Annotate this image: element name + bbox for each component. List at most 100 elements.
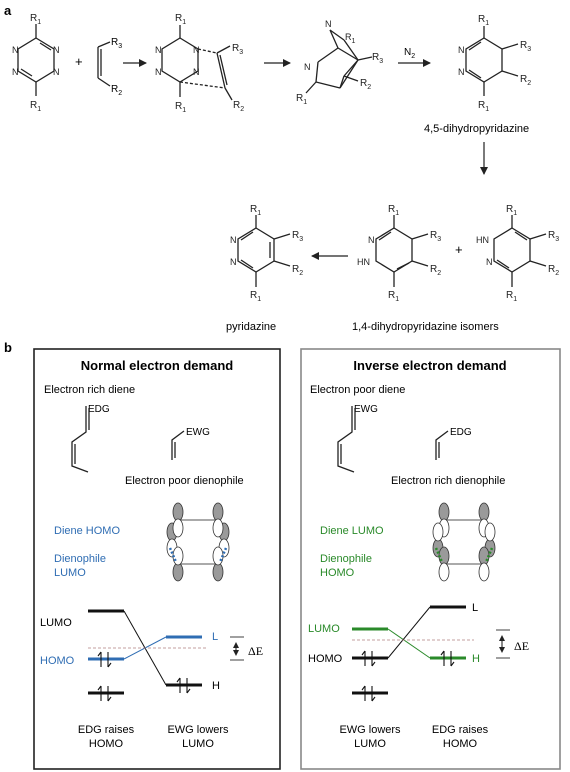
svg-text:R1: R1	[506, 204, 517, 217]
ts-r1-top: R1	[175, 13, 186, 26]
pyridazine-structure	[237, 215, 291, 287]
inverse-diene-lumo-text: Diene LUMO	[320, 525, 384, 537]
bicyclic-r1-bottom: R1	[296, 93, 307, 106]
tetrazine-r1-bottom: R1	[30, 100, 41, 113]
normal-foot-right-1: EWG lowers	[167, 724, 229, 736]
svg-text:N: N	[155, 45, 162, 55]
inverse-h-label: H	[472, 653, 480, 665]
normal-diene-homo-text: Diene HOMO	[54, 525, 120, 537]
bicyclic-n-top: N	[325, 19, 332, 29]
normal-title: Normal electron demand	[81, 358, 233, 373]
inverse-orbital-diagram	[432, 502, 496, 582]
dihydro45-r2: R2	[520, 74, 531, 87]
svg-text:N: N	[12, 67, 19, 77]
dihydro45-r1-bottom: R1	[478, 100, 489, 113]
inverse-diene-structure	[337, 406, 356, 473]
reactant-plus: +	[75, 54, 83, 69]
dihydro45-n1: N	[458, 45, 465, 55]
ts-r3: R3	[232, 43, 243, 56]
svg-text:R3: R3	[548, 230, 559, 243]
svg-text:N: N	[193, 67, 200, 77]
inverse-demand-box	[300, 348, 561, 770]
panel-a-label: a	[4, 3, 12, 18]
inverse-dienophile-homo-text-2: HOMO	[320, 567, 355, 579]
inverse-delta-e: ΔE	[514, 639, 529, 653]
tetrazine-r1-top: R1	[30, 13, 41, 26]
isomer-2-structure	[493, 215, 547, 287]
inverse-title: Inverse electron demand	[353, 358, 506, 373]
normal-foot-left-2: HOMO	[89, 738, 124, 750]
dihydro45-r3: R3	[520, 40, 531, 53]
bicyclic-r1-top: R1	[345, 32, 356, 45]
normal-dienophile-structure	[171, 430, 185, 460]
alkene-r3: R3	[111, 37, 122, 50]
inverse-homo-level: HOMO	[308, 653, 343, 665]
svg-text:N: N	[53, 45, 60, 55]
normal-h-label: H	[212, 680, 220, 692]
normal-demand-box	[33, 348, 281, 770]
dihydro45-n2: N	[458, 67, 465, 77]
isomer-plus: +	[455, 242, 463, 257]
inverse-foot-right-1: EDG raises	[432, 724, 489, 736]
isomer-2-hn: HN	[476, 235, 489, 245]
inverse-energy-diagram	[352, 605, 510, 702]
tetrazine-structure	[17, 24, 55, 96]
inverse-foot-left-2: LUMO	[354, 738, 386, 750]
normal-dienophile-ewg: EWG	[186, 427, 210, 438]
normal-homo-level: HOMO	[40, 655, 75, 667]
svg-text:N: N	[53, 67, 60, 77]
bicyclic-r2: R2	[360, 78, 371, 91]
normal-l-label: L	[212, 631, 218, 643]
inverse-dienophile-label: Electron rich dienophile	[391, 475, 505, 487]
inverse-dienophile-structure	[435, 430, 449, 460]
ts-r1-bottom: R1	[175, 101, 186, 114]
normal-lumo-level: LUMO	[40, 617, 72, 629]
svg-text:N: N	[12, 45, 19, 55]
dihydro45-name: 4,5-dihydropyridazine	[424, 123, 529, 135]
bicyclic-intermediate-structure	[305, 29, 373, 94]
svg-text:R3: R3	[430, 230, 441, 243]
bicyclic-n-left: N	[304, 62, 311, 72]
inverse-dienophile-edg: EDG	[450, 427, 472, 438]
inverse-diene-ewg: EWG	[354, 404, 378, 415]
ts-r2: R2	[233, 100, 244, 113]
normal-dienophile-lumo-text-1: Dienophile	[54, 553, 106, 565]
pyridazine-n1: N	[230, 235, 237, 245]
bicyclic-r3: R3	[372, 52, 383, 65]
isomers-name: 1,4-dihydropyridazine isomers	[352, 321, 499, 333]
svg-text:R1: R1	[250, 290, 261, 303]
svg-text:N: N	[193, 45, 200, 55]
inverse-l-label: L	[472, 602, 478, 614]
normal-energy-diagram	[88, 609, 244, 702]
normal-dienophile-label: Electron poor dienophile	[125, 475, 244, 487]
svg-text:R2: R2	[548, 264, 559, 277]
n2-label: N2	[404, 47, 415, 60]
transition-state-structure	[161, 25, 233, 101]
isomer-1-hn: HN	[357, 257, 370, 267]
svg-text:R2: R2	[292, 264, 303, 277]
alkene-r2: R2	[111, 84, 122, 97]
pyridazine-name: pyridazine	[226, 321, 276, 333]
normal-orbital-diagram	[166, 502, 230, 582]
panel-b-label: b	[4, 340, 12, 355]
dihydro45-r1-top: R1	[478, 14, 489, 27]
inverse-diene-label: Electron poor diene	[310, 384, 405, 396]
pyridazine-n2: N	[230, 257, 237, 267]
isomer-2-n: N	[486, 257, 493, 267]
svg-text:R1: R1	[388, 290, 399, 303]
normal-dienophile-lumo-text-2: LUMO	[54, 567, 86, 579]
svg-text:R3: R3	[292, 230, 303, 243]
inverse-foot-right-2: HOMO	[443, 738, 478, 750]
normal-foot-left-1: EDG raises	[78, 724, 135, 736]
inverse-dienophile-homo-text-1: Dienophile	[320, 553, 372, 565]
normal-delta-e: ΔE	[248, 644, 263, 658]
inverse-lumo-level: LUMO	[308, 623, 340, 635]
normal-diene-edg: EDG	[88, 404, 110, 415]
normal-diene-label: Electron rich diene	[44, 384, 135, 396]
svg-text:R1: R1	[250, 204, 261, 217]
dihydro45-structure	[465, 26, 519, 96]
alkene-structure	[97, 41, 111, 87]
svg-text:R1: R1	[388, 204, 399, 217]
normal-diene-structure	[71, 406, 90, 473]
